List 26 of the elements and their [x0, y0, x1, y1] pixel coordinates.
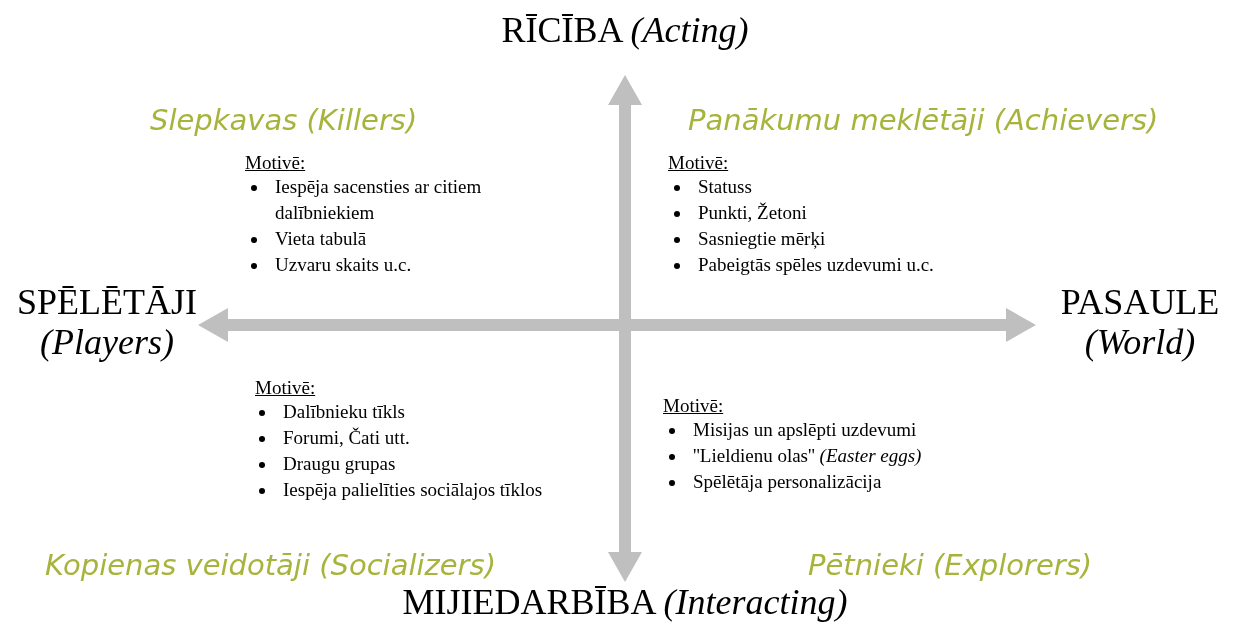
motive-heading: Motivē: — [668, 151, 729, 175]
motive-heading: Motivē: — [663, 394, 724, 418]
bullet-text: Uzvaru skaits u.c. — [275, 253, 412, 277]
axis-label: RĪCĪBA (Acting) — [500, 10, 750, 50]
bullet-text: Punkti, Žetoni — [698, 201, 807, 225]
motive-heading: Motivē: — [245, 151, 306, 175]
bullet-text: Draugu grupas — [283, 452, 396, 476]
bullet-text: Iespēja palielīties sociālajos tīklos — [283, 478, 544, 502]
bullet-text: Statuss — [698, 175, 752, 199]
quadrant-title: Panākumu meklētāji (Achievers) — [688, 102, 1159, 138]
bullet-text: Forumi, Čati utt. — [283, 426, 410, 450]
quadrant-title: Pētnieki (Explorers) — [808, 547, 1093, 583]
bullet-text: Spēlētāja personalizācija — [693, 470, 882, 494]
bullet-text: Sasniegtie mērķi — [698, 227, 826, 251]
axis-label: MIJIEDARBĪBA (Interacting) — [401, 582, 849, 622]
axis-label: PASAULE (World) — [1059, 282, 1221, 362]
motive-heading: Motivē: — [255, 376, 316, 400]
bullet-text: Iespēja sacensties ar citiem dalībniekiem — [275, 175, 483, 225]
bullet-text: Vieta tabulā — [275, 227, 367, 251]
bullet-text: Dalībnieku tīkls — [283, 400, 405, 424]
bullet-text: Misijas un apslēpti uzdevumi — [693, 418, 917, 442]
bullet-text: Pabeigtās spēles uzdevumi u.c. — [698, 253, 934, 277]
axis-label: SPĒLĒTĀJI (Players) — [16, 282, 198, 362]
bullet-text: ''Lieldienu olas'' (Easter eggs) — [693, 444, 922, 468]
quadrant-title: Kopienas veidotāji (Socializers) — [45, 547, 496, 583]
quadrant-title: Slepkavas (Killers) — [150, 102, 418, 138]
